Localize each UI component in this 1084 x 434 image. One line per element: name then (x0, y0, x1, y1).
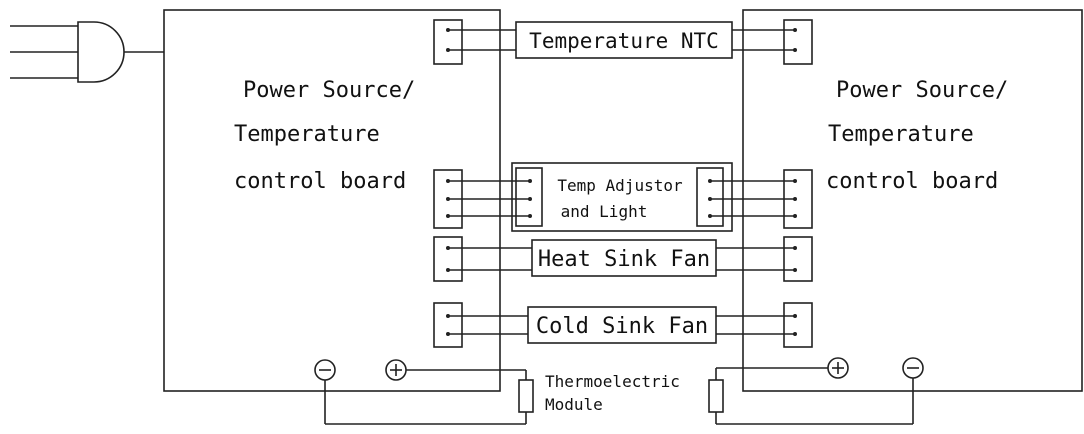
ntc-connector-left (433, 19, 463, 65)
cold-fan-wires (448, 315, 795, 335)
heat-sink-fan-label: Heat Sink Fan (538, 247, 710, 272)
temperature-ntc-box (515, 21, 733, 59)
adjustor-inner-connector-left (515, 167, 543, 227)
adjustor-inner-connector-right (696, 167, 724, 227)
temp-adjustor-label-line2: and Light (561, 202, 648, 221)
cold-fan-connector-left (433, 302, 463, 348)
adjustor-wires (448, 180, 795, 217)
heat-fan-wires (448, 247, 795, 271)
right-board-label-line2: Temperature (828, 122, 974, 147)
temperature-ntc-label: Temperature NTC (529, 29, 719, 53)
cold-sink-fan-label: Cold Sink Fan (536, 314, 708, 339)
thermoelectric-wires (324, 367, 914, 425)
left-board-label-line3: control board (234, 169, 406, 194)
cold-fan-connector-right (783, 302, 813, 348)
temp-adjustor-outer-box (511, 162, 733, 232)
heat-fan-connector-right (783, 236, 813, 282)
ntc-connector-right (783, 19, 813, 65)
right-board-label-line1: Power Source/ (836, 78, 1008, 103)
left-board-label-line2: Temperature (234, 122, 380, 147)
thermoelectric-label-line1: Thermoelectric (545, 372, 680, 391)
ntc-wires (448, 29, 795, 51)
heat-sink-fan-box (531, 239, 717, 277)
temp-adjustor-label-line1: Temp Adjustor (557, 176, 683, 195)
thermoelectric-module-right (708, 379, 724, 413)
thermoelectric-label-line2: Module (545, 395, 603, 414)
right-board-label-line3: control board (826, 169, 998, 194)
heat-fan-connector-left (433, 236, 463, 282)
cold-sink-fan-box (527, 306, 717, 344)
left-board-label-line1: Power Source/ (243, 78, 415, 103)
thermoelectric-module-left (518, 379, 534, 413)
